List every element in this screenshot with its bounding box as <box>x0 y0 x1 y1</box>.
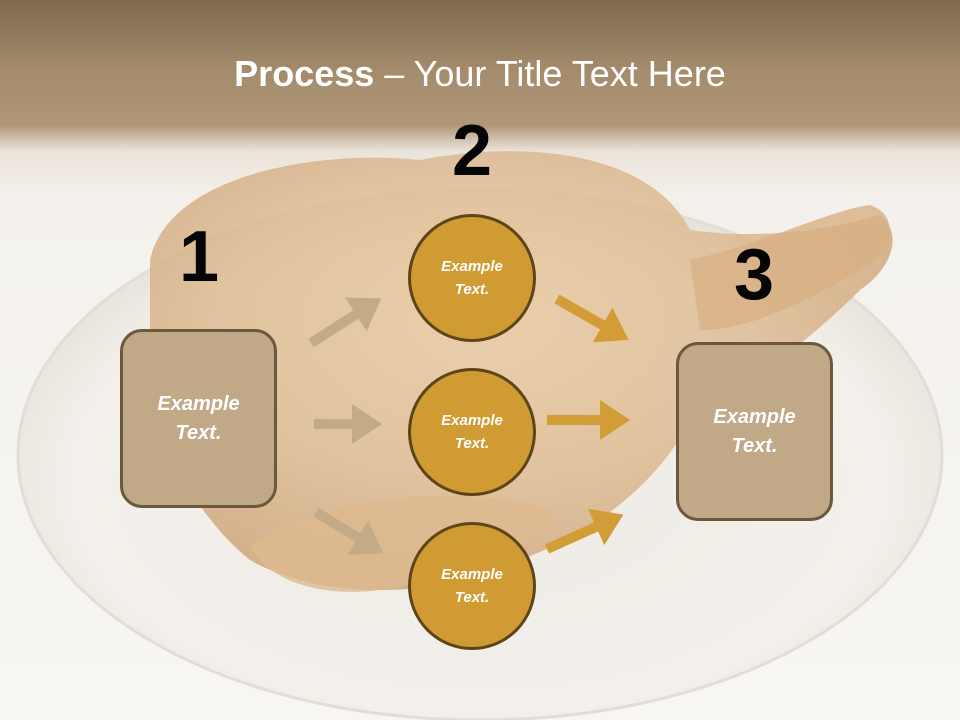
step-2-circle-middle: Example Text. <box>408 368 536 496</box>
step-1-box-text: Example Text. <box>157 392 240 444</box>
title-rest: – Your Title Text Here <box>374 53 726 94</box>
step-1-box: Example Text. <box>120 329 277 508</box>
slide-title: Process – Your Title Text Here <box>0 52 960 96</box>
step-2-circle-top-text: Example Text. <box>441 258 503 298</box>
step-3-box-text: Example Text. <box>713 405 796 457</box>
step-number-1: 1 <box>178 217 220 297</box>
step-2-circle-top: Example Text. <box>408 214 536 342</box>
step-2-circle-bottom-text: Example Text. <box>441 566 503 606</box>
step-number-2: 2 <box>451 111 493 191</box>
step-3-box: Example Text. <box>676 342 833 521</box>
step-2-circle-bottom: Example Text. <box>408 522 536 650</box>
step-number-3: 3 <box>733 235 775 315</box>
step-2-circle-middle-text: Example Text. <box>441 412 503 452</box>
chicken-drumstick <box>690 205 890 330</box>
title-bold: Process <box>234 53 375 94</box>
